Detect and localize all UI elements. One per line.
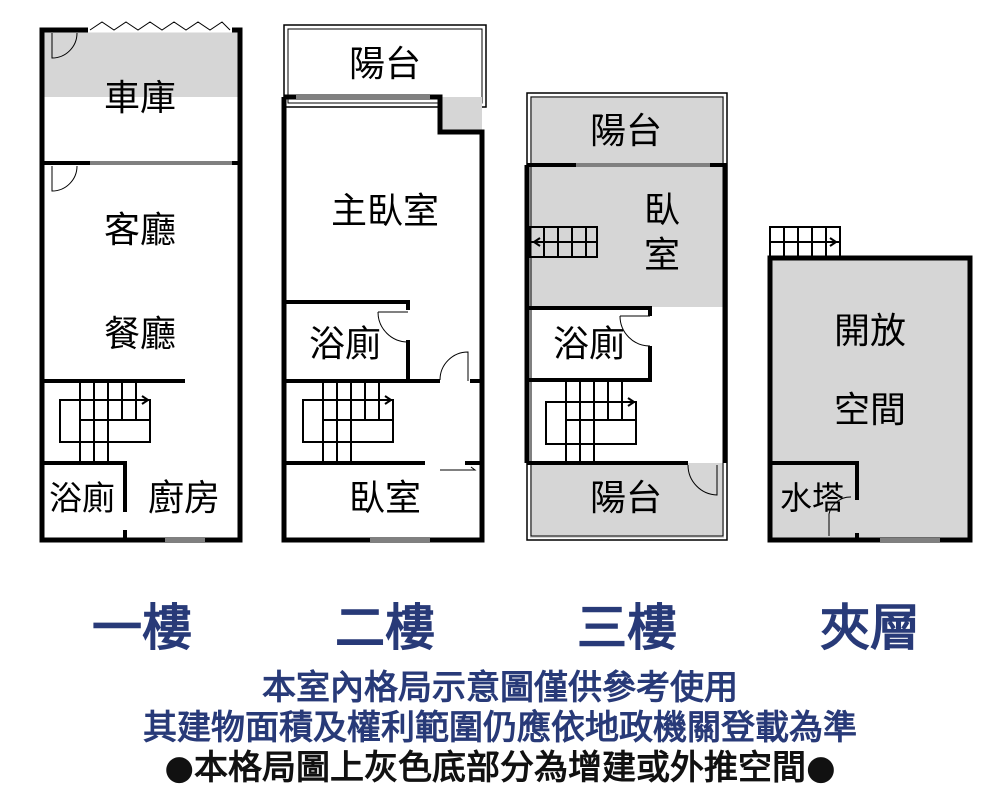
- room-label-bathroom: 浴廁: [49, 479, 115, 518]
- room-label-open-2: 空間: [834, 390, 906, 431]
- floor-title-mezzanine: 夾層: [820, 599, 920, 657]
- room-label-open-1: 開放: [834, 311, 906, 352]
- room-label-kitchen: 廚房: [148, 478, 220, 519]
- balcony-rail: [283, 24, 487, 108]
- room-label-bedroom-1: 臥: [644, 190, 680, 231]
- floor-title-2: 二樓: [335, 599, 435, 657]
- door-swing: [51, 165, 78, 192]
- room-label-bathroom: 浴廁: [553, 324, 625, 365]
- staircase: [545, 381, 637, 462]
- door-swing: [51, 32, 78, 59]
- room-label-living-room: 客廳: [104, 210, 176, 251]
- room-label-garage: 車庫: [104, 78, 176, 119]
- room-label-water-tower: 水塔: [780, 479, 844, 517]
- disclaimer-line-3: ●本格局圖上灰色底部分為增建或外推空間●: [164, 748, 836, 788]
- staircase: [59, 381, 151, 462]
- room-label-bedroom: 臥室: [349, 478, 421, 519]
- room-label-balcony: 陽台: [590, 111, 662, 152]
- room-label-dining-room: 餐廳: [104, 314, 176, 355]
- floor-2-plan: [281, 24, 487, 543]
- floor-title-1: 一樓: [92, 599, 192, 657]
- room-label-balcony: 陽台: [590, 478, 662, 519]
- room-label-balcony: 陽台: [349, 44, 421, 85]
- staircase: [302, 381, 394, 462]
- room-label-bathroom: 浴廁: [309, 324, 381, 365]
- floor-title-3: 三樓: [577, 599, 677, 657]
- garage-extension-area: [44, 30, 238, 97]
- disclaimer-line-2: 其建物面積及權利範圍仍應依地政機關登載為準: [143, 708, 857, 748]
- mezzanine-plan: [767, 226, 973, 543]
- room-label-master-bedroom: 主臥室: [331, 191, 439, 232]
- floor-2-outer-wall: [281, 94, 485, 543]
- folding-garage-door: [89, 21, 231, 31]
- staircase: [529, 226, 598, 258]
- floor-3-plan: [524, 92, 728, 541]
- mezzanine-outer-wall: [767, 255, 973, 543]
- floor-1-plan: [39, 21, 243, 543]
- staircase: [769, 226, 841, 258]
- disclaimer-line-1: 本室內格局示意圖僅供參考使用: [262, 668, 738, 708]
- room-label-bedroom-2: 室: [644, 235, 680, 276]
- extension-area: [440, 97, 482, 132]
